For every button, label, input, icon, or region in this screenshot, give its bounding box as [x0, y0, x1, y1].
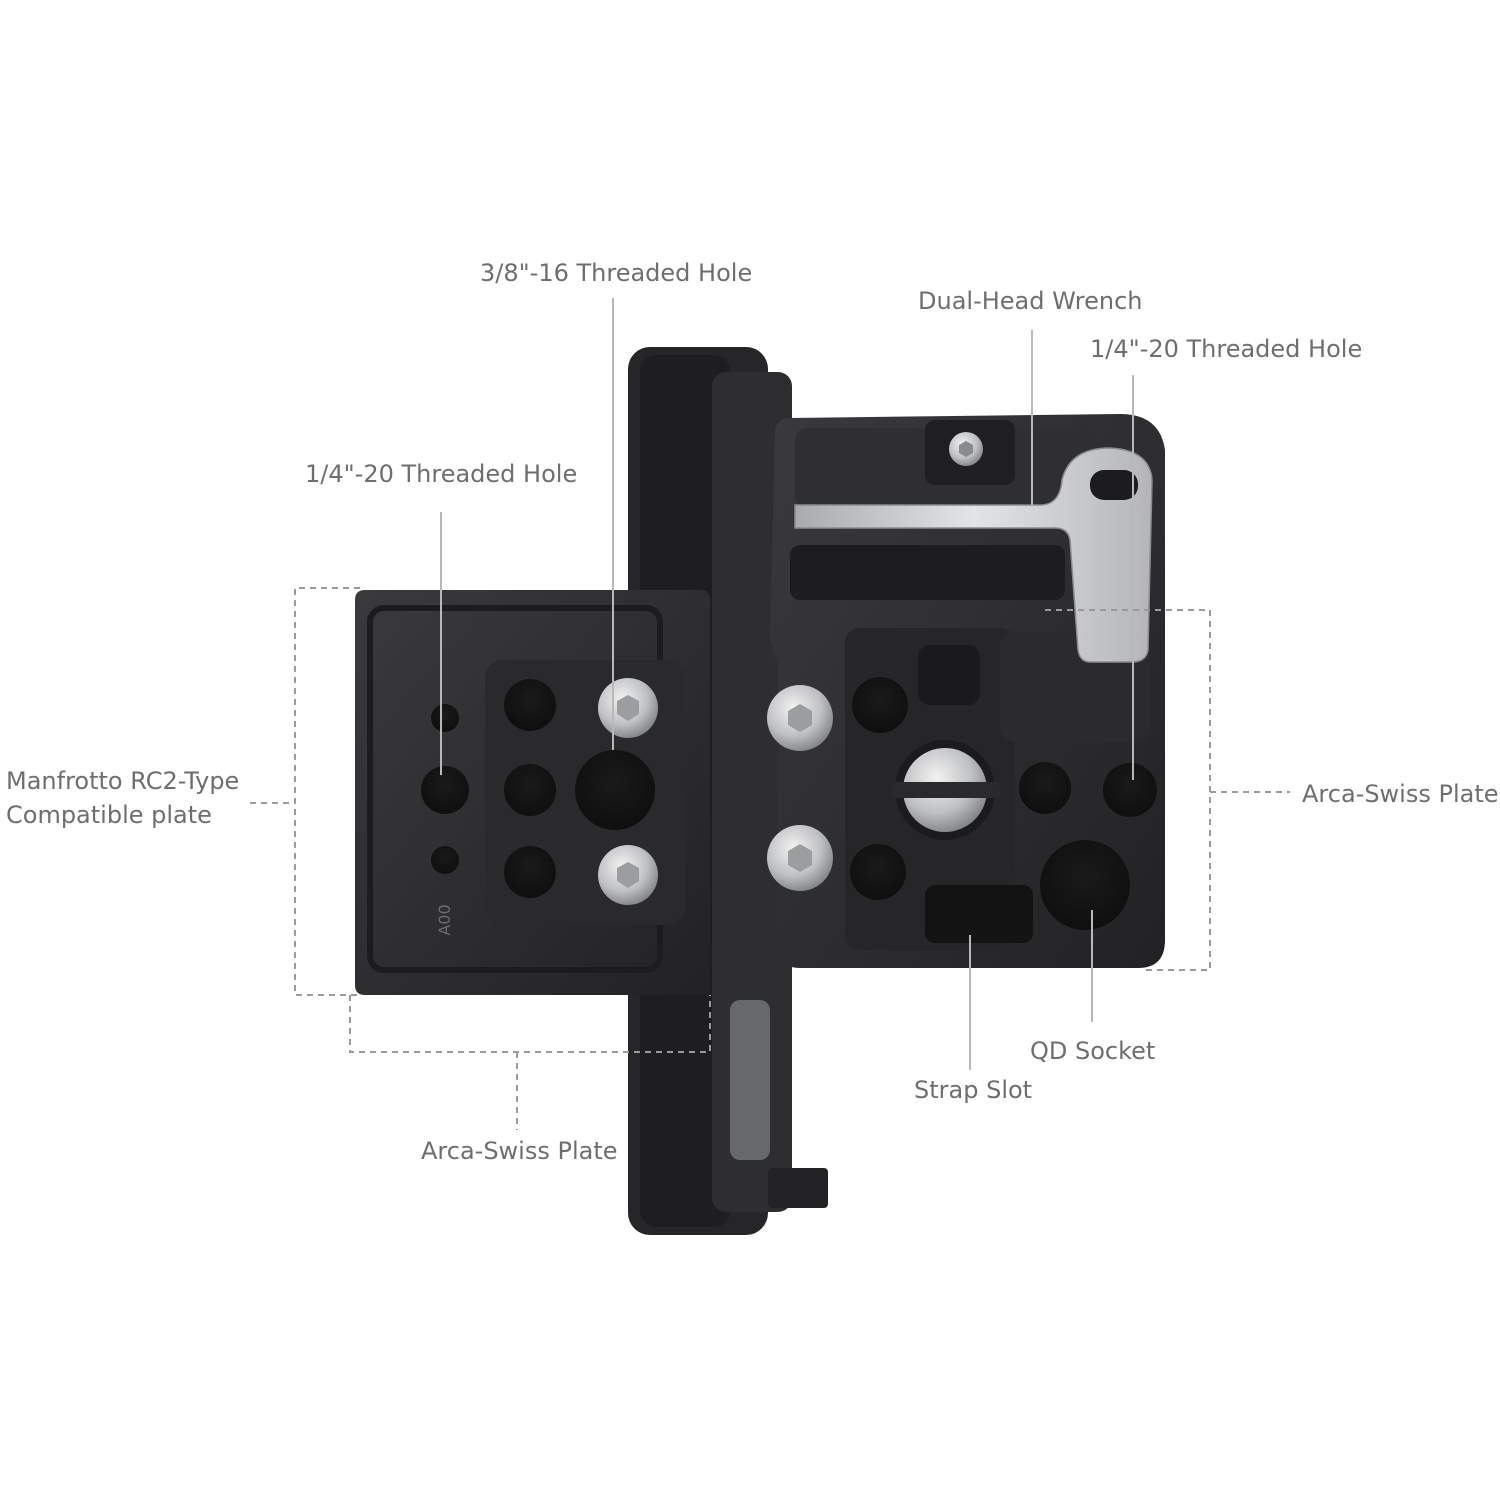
- plate-engraving: A00: [435, 904, 454, 935]
- qd-socket: [1040, 840, 1130, 930]
- hole: [431, 704, 459, 732]
- label-38-threaded-hole: 3/8"-16 Threaded Hole: [480, 259, 753, 287]
- hex-socket-icon: [788, 704, 812, 732]
- hex-socket-icon: [788, 844, 812, 872]
- label-arca-swiss-bottom: Arca-Swiss Plate: [421, 1137, 618, 1165]
- bracket-arca-bottom: [349, 995, 711, 1053]
- center-clamp-highlight: [730, 1000, 770, 1160]
- large-hole: [575, 750, 655, 830]
- dual-head-wrench: [794, 447, 1153, 663]
- bracket-manfrotto: [294, 587, 360, 996]
- bracket-arca-right: [1045, 609, 1211, 971]
- hole: [1103, 763, 1157, 817]
- leader-lines: [250, 298, 1290, 1130]
- pocket-square: [918, 645, 980, 705]
- label-manfrotto-plate: Manfrotto RC2-Type Compatible plate: [6, 764, 239, 832]
- hex-socket-icon: [617, 695, 639, 721]
- label-arca-swiss-right: Arca-Swiss Plate: [1302, 780, 1499, 808]
- bottom-tab: [768, 1168, 828, 1208]
- hole: [431, 846, 459, 874]
- hex-socket-icon: [617, 862, 639, 888]
- label-manfrotto-line1: Manfrotto RC2-Type: [6, 767, 240, 795]
- hole: [421, 766, 469, 814]
- mid-slot: [790, 545, 1065, 600]
- hole: [850, 844, 906, 900]
- strap-slot: [925, 885, 1033, 943]
- label-dual-head-wrench: Dual-Head Wrench: [918, 287, 1143, 315]
- hole: [504, 846, 556, 898]
- hex-socket-icon: [959, 441, 973, 457]
- wrench-slot: [1090, 470, 1138, 500]
- hole: [852, 677, 908, 733]
- label-14-threaded-hole-right: 1/4"-20 Threaded Hole: [1090, 335, 1363, 363]
- hole: [504, 764, 556, 816]
- label-14-threaded-hole-left: 1/4"-20 Threaded Hole: [305, 460, 578, 488]
- screw-slot: [892, 782, 1000, 798]
- label-qd-socket: QD Socket: [1030, 1037, 1156, 1065]
- label-strap-slot: Strap Slot: [914, 1076, 1033, 1104]
- cage-product: A00: [355, 347, 1165, 1235]
- hole: [1019, 762, 1071, 814]
- label-manfrotto-line2: Compatible plate: [6, 801, 212, 829]
- hole: [504, 679, 556, 731]
